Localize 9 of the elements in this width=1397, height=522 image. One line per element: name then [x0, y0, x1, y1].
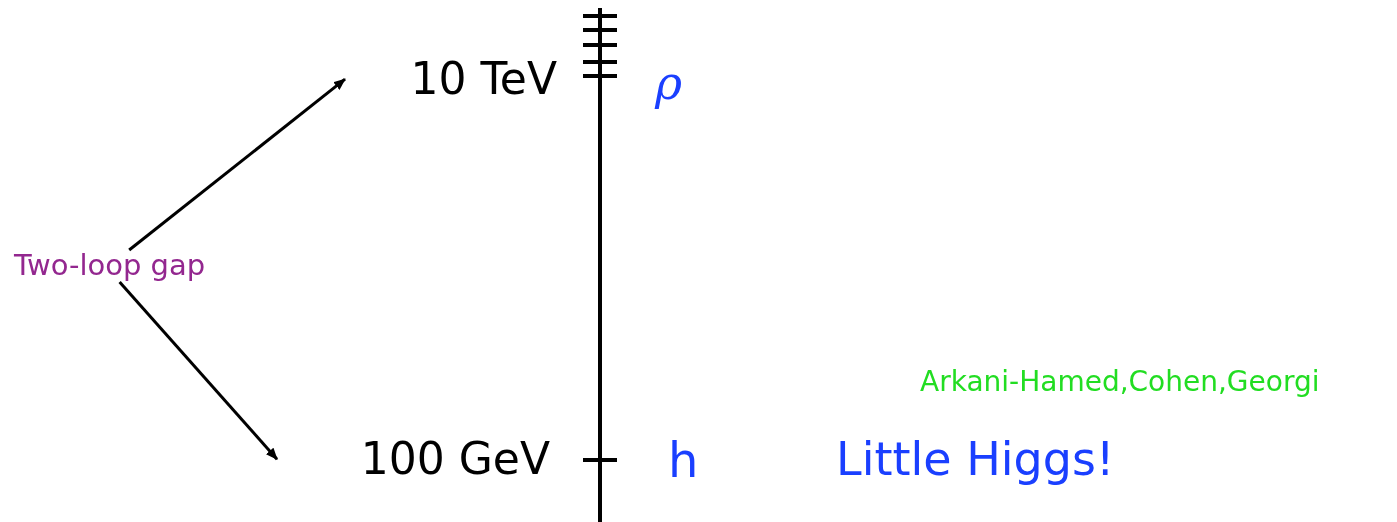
- author-note: Arkani-Hamed,Cohen,Georgi: [920, 367, 1320, 398]
- scale-label: Two-loop gap: [14, 250, 254, 282]
- title-note: Little Higgs!: [836, 434, 1115, 485]
- arrow: [118, 280, 279, 461]
- energy-label: 10 TeV: [345, 55, 557, 104]
- energy-label: 100 GeV: [277, 435, 550, 484]
- symbol-label: h: [668, 434, 699, 487]
- arrow: [128, 78, 346, 252]
- symbol-label: ρ: [655, 58, 683, 109]
